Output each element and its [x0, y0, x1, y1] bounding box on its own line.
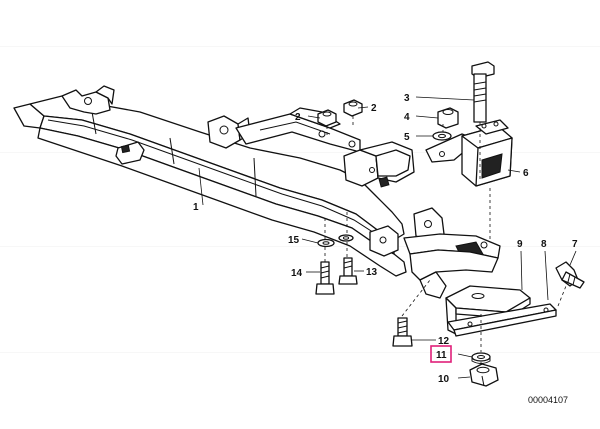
strap-part-8[interactable]	[447, 303, 557, 337]
callout-6[interactable]: 6	[523, 168, 529, 179]
stud-bolt-part-3[interactable]	[471, 61, 495, 123]
nut-part-2-left[interactable]	[317, 109, 337, 127]
bolt-part-7[interactable]	[555, 261, 585, 289]
callout-2-right[interactable]: 2	[371, 103, 377, 114]
bolt-part-12[interactable]	[392, 317, 413, 347]
diagram-code: 00004107	[528, 395, 568, 405]
crossmember-part-1[interactable]	[13, 85, 501, 299]
nut-part-10[interactable]	[469, 363, 499, 387]
callout-labels: 1 2 2 3 4 5 6 7 8 9 10 11 12 13 14 15	[193, 93, 578, 385]
callout-15[interactable]: 15	[288, 235, 300, 246]
callout-4[interactable]: 4	[404, 112, 410, 123]
callout-1[interactable]: 1	[193, 202, 199, 213]
callout-11-highlight	[430, 345, 452, 363]
washer-part-15-left[interactable]	[317, 238, 335, 248]
callout-8[interactable]: 8	[541, 239, 547, 250]
nut-part-2-right[interactable]	[343, 99, 363, 117]
callout-13[interactable]: 13	[366, 267, 378, 278]
leader-lines	[198, 96, 577, 379]
callout-5[interactable]: 5	[404, 132, 410, 143]
watermark-bands	[0, 46, 600, 353]
washer-part-11[interactable]	[471, 352, 491, 364]
washer-part-15-right[interactable]	[338, 234, 354, 242]
bolt-part-14[interactable]	[315, 261, 335, 295]
callout-3[interactable]: 3	[404, 93, 410, 104]
callout-12[interactable]: 12	[438, 336, 450, 347]
nut-part-4[interactable]	[437, 107, 459, 129]
callout-10[interactable]: 10	[438, 374, 450, 385]
callout-9[interactable]: 9	[517, 239, 523, 250]
callout-14[interactable]: 14	[291, 268, 303, 279]
engine-mount-part-6[interactable]	[425, 119, 513, 187]
washer-part-5[interactable]	[432, 131, 452, 141]
callout-11[interactable]: 11	[436, 350, 447, 361]
assembly-lines	[324, 116, 567, 366]
bolt-part-13[interactable]	[338, 257, 358, 285]
callout-7[interactable]: 7	[572, 239, 578, 250]
callout-2-left[interactable]: 2	[295, 112, 301, 123]
